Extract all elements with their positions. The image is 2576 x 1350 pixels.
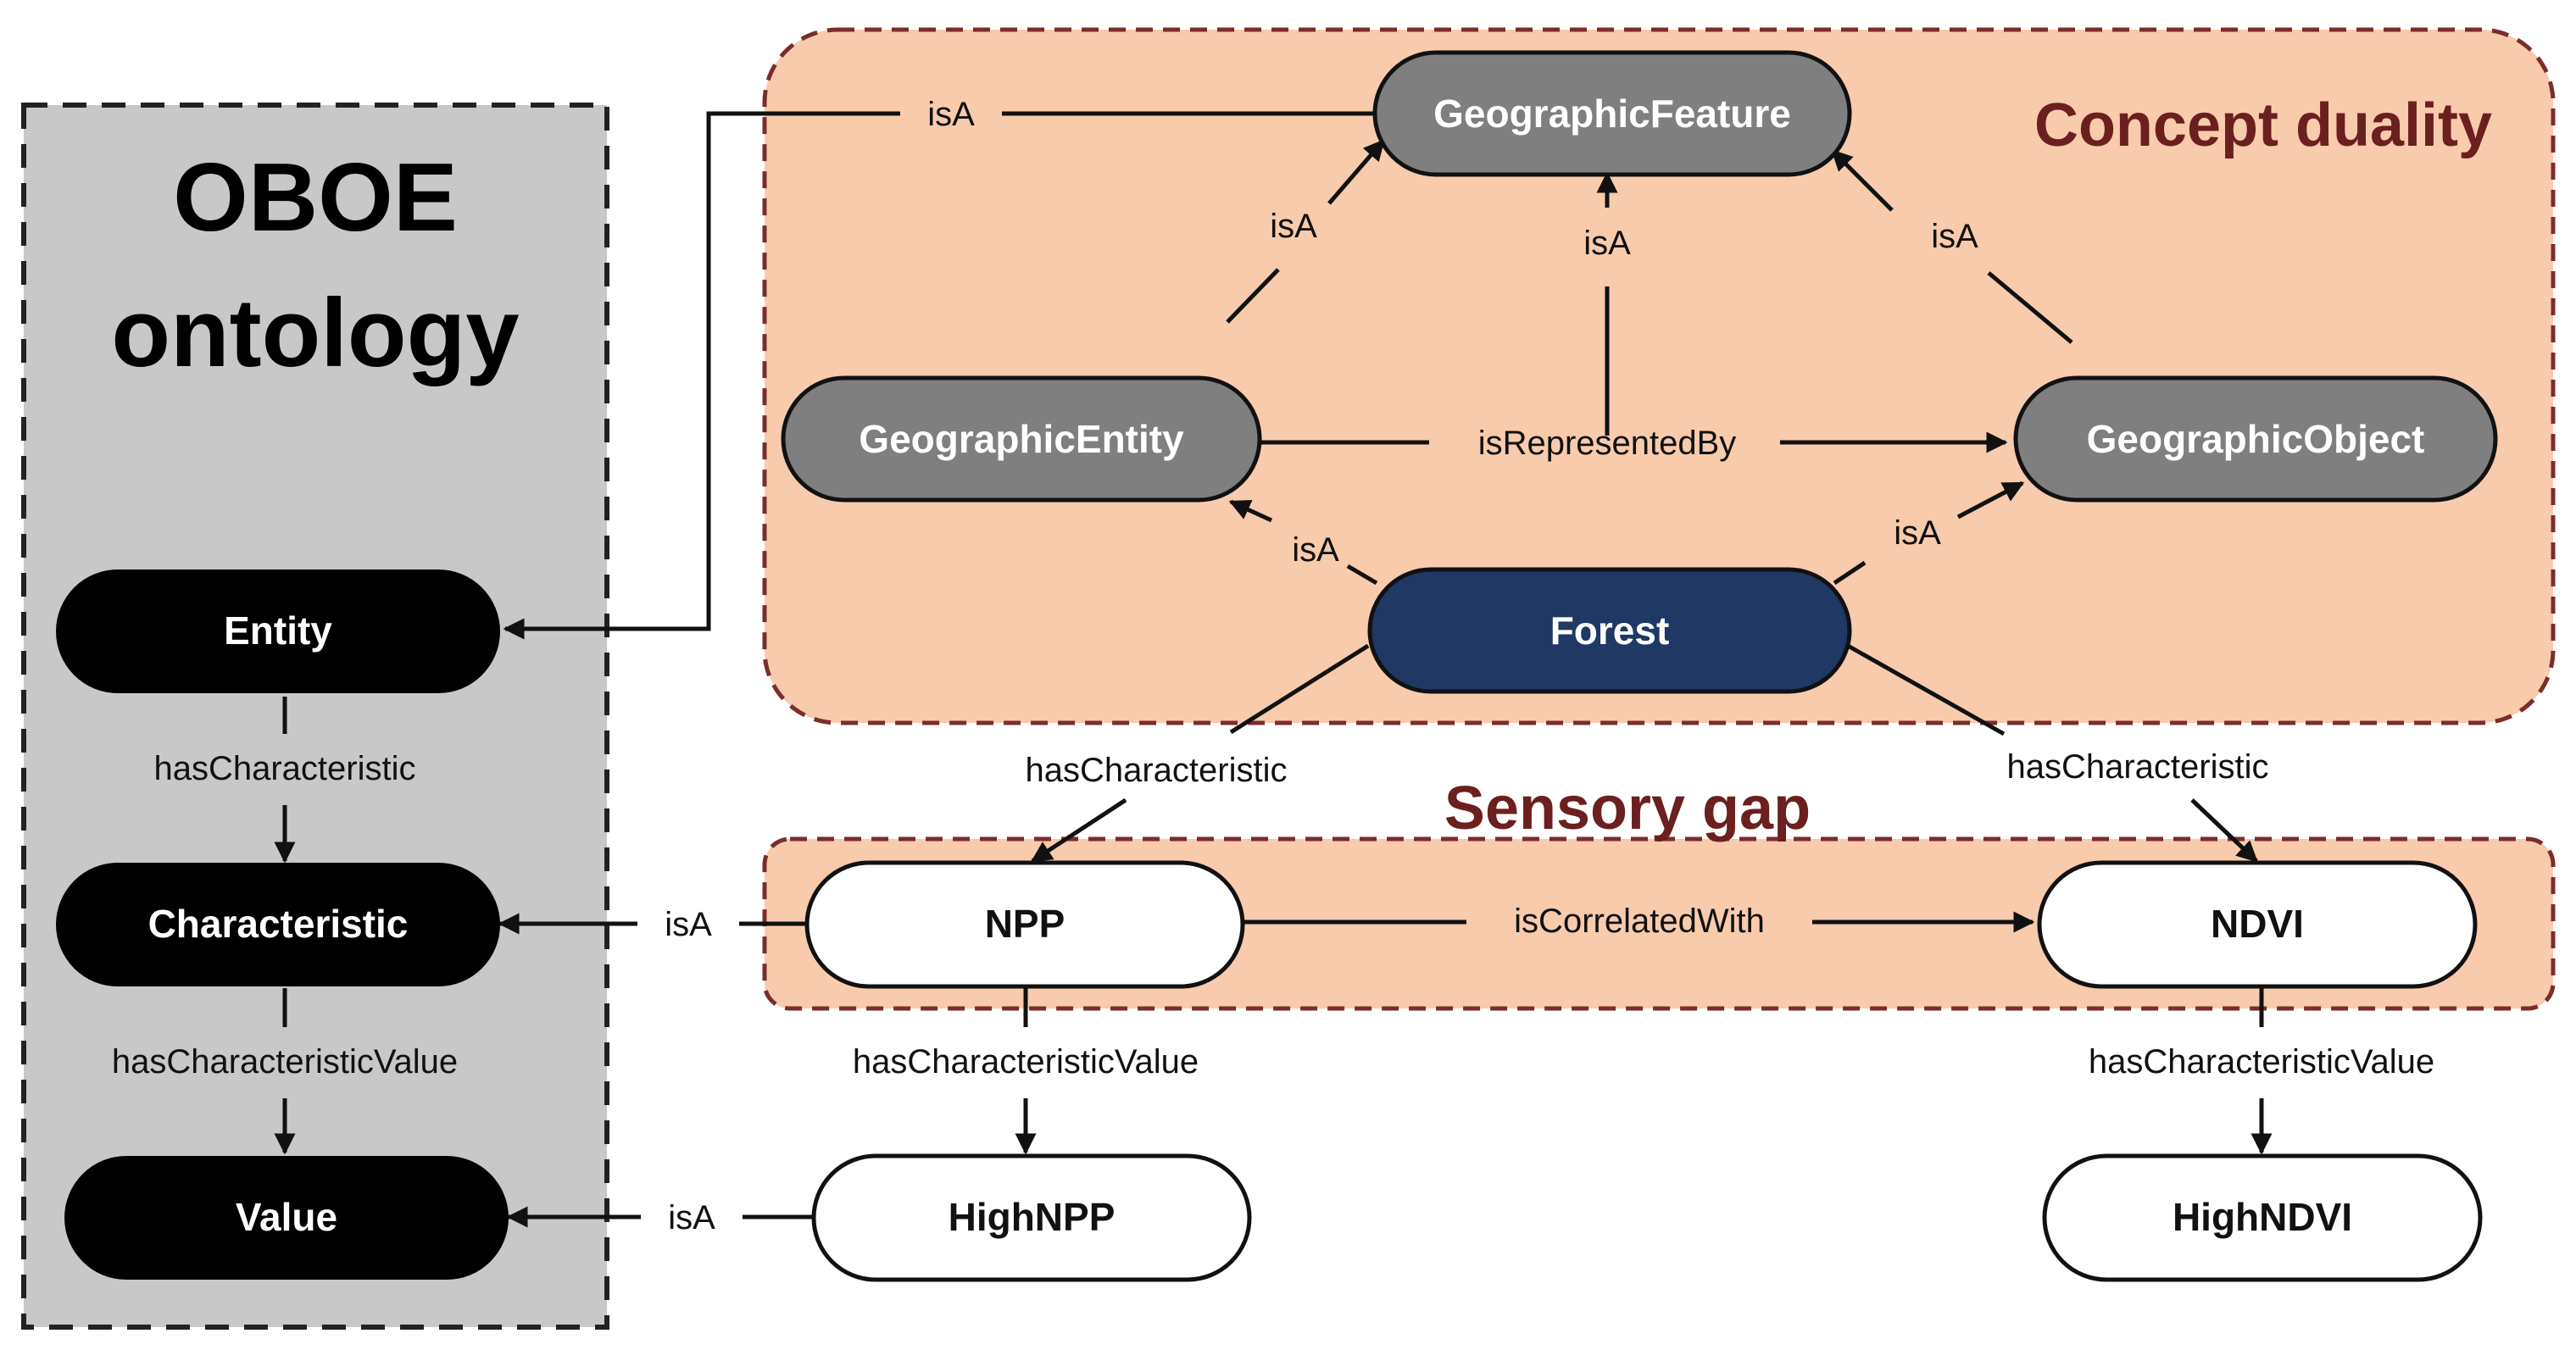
node-high-ndvi[interactable] bbox=[2042, 1153, 2483, 1282]
node-high-npp-label: HighNPP bbox=[949, 1195, 1116, 1239]
node-npp[interactable] bbox=[804, 860, 1245, 989]
label-isa-forest-entity: isA bbox=[1292, 531, 1339, 569]
edge-forest-has-characteristic-npp-2 bbox=[1030, 797, 1127, 864]
label-isa-object-feature: isA bbox=[1931, 218, 1978, 255]
concept-duality-title: Concept duality bbox=[2034, 92, 2492, 159]
edge-object-isa-feature-2 bbox=[1831, 149, 1894, 212]
edge-forest-has-characteristic-ndvi bbox=[1846, 643, 2006, 736]
node-geographic-feature-label: GeographicFeature bbox=[1433, 92, 1791, 136]
label-isa-highnpp-value: isA bbox=[668, 1199, 715, 1236]
label-isa-forest-feature: isA bbox=[1583, 225, 1631, 262]
node-ndvi[interactable] bbox=[2037, 860, 2478, 989]
node-value-label: Value bbox=[236, 1195, 337, 1239]
node-entity-label: Entity bbox=[224, 608, 332, 653]
node-high-ndvi-label: HighNDVI bbox=[2173, 1195, 2352, 1239]
label-is-represented-by: isRepresentedBy bbox=[1478, 425, 1737, 462]
node-characteristic-label: Characteristic bbox=[148, 902, 409, 946]
node-geographic-feature[interactable] bbox=[1372, 50, 1852, 177]
label-isa-feature-entity: isA bbox=[927, 96, 975, 133]
label-isa-entity-feature: isA bbox=[1270, 208, 1317, 245]
sensory-gap-title: Sensory gap bbox=[1444, 775, 1811, 842]
label-has-characteristic-value-npp: hasCharacteristicValue bbox=[853, 1043, 1199, 1081]
oboe-ontology-panel bbox=[21, 103, 609, 1330]
label-isa-forest-object: isA bbox=[1894, 514, 1941, 552]
node-forest-label: Forest bbox=[1550, 608, 1670, 653]
label-is-correlated-with: isCorrelatedWith bbox=[1514, 903, 1765, 940]
edge-forest-isa-entity-2 bbox=[1228, 499, 1273, 523]
node-npp-label: NPP bbox=[985, 902, 1065, 946]
label-has-characteristic-oboe: hasCharacteristic bbox=[153, 750, 415, 787]
edge-object-isa-feature bbox=[1987, 271, 2073, 344]
node-forest[interactable] bbox=[1367, 567, 1852, 694]
concept-duality-region bbox=[762, 27, 2556, 725]
node-characteristic[interactable] bbox=[56, 863, 500, 986]
edge-forest-isa-object bbox=[1833, 560, 1867, 586]
edge-forest-isa-entity bbox=[1346, 564, 1378, 586]
edge-forest-has-characteristic-ndvi-2 bbox=[2190, 798, 2258, 863]
edge-feature-isa-entity-2 bbox=[503, 111, 900, 640]
label-has-characteristic-ndvi: hasCharacteristic bbox=[2006, 748, 2268, 786]
edge-entity-isa-feature bbox=[1226, 268, 1280, 324]
label-isa-npp-characteristic: isA bbox=[665, 906, 712, 943]
node-high-npp[interactable] bbox=[811, 1153, 1252, 1282]
label-has-characteristic-value-oboe: hasCharacteristicValue bbox=[112, 1043, 458, 1081]
node-entity[interactable] bbox=[56, 569, 500, 693]
node-geographic-entity[interactable] bbox=[781, 375, 1262, 503]
node-geographic-object[interactable] bbox=[2013, 375, 2498, 503]
node-geographic-object-label: GeographicObject bbox=[2087, 417, 2425, 461]
oboe-title-line1: OBOE bbox=[173, 144, 458, 252]
oboe-title-line2: ontology bbox=[111, 280, 519, 387]
label-has-characteristic-value-ndvi: hasCharacteristicValue bbox=[2089, 1043, 2434, 1081]
label-has-characteristic-npp: hasCharacteristic bbox=[1025, 752, 1287, 789]
node-ndvi-label: NDVI bbox=[2211, 902, 2304, 946]
edge-forest-isa-object-2 bbox=[1956, 481, 2025, 519]
node-value[interactable] bbox=[64, 1156, 509, 1280]
edge-forest-has-characteristic-npp bbox=[1229, 643, 1370, 735]
edge-entity-isa-feature-2 bbox=[1327, 139, 1385, 205]
node-geographic-entity-label: GeographicEntity bbox=[859, 417, 1184, 461]
